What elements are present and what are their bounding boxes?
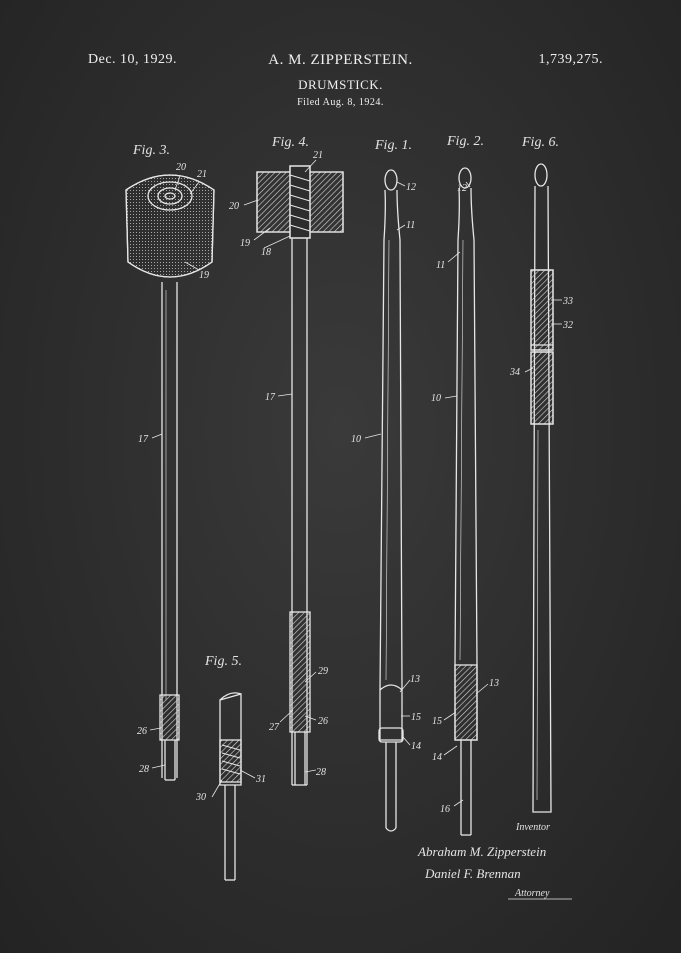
ref-numeral: 31 bbox=[255, 774, 266, 785]
ref-numeral: 32 bbox=[562, 320, 573, 331]
figure-4-beater-section bbox=[256, 165, 344, 786]
ref-numeral: 28 bbox=[139, 764, 149, 775]
fig-5-label: Fig. 5. bbox=[204, 654, 242, 669]
figure-2-drumstick-section bbox=[454, 167, 478, 836]
ref-numeral: 12 bbox=[457, 183, 467, 194]
ref-numeral: 17 bbox=[265, 392, 276, 403]
inventor-caption: Inventor bbox=[515, 822, 550, 833]
ref-numeral: 12 bbox=[406, 182, 416, 193]
ref-numeral: 10 bbox=[431, 393, 441, 404]
ref-numeral: 15 bbox=[432, 716, 442, 727]
signature-block: Inventor Abraham M. Zipperstein Daniel F… bbox=[417, 822, 550, 899]
fig-3-label: Fig. 3. bbox=[132, 143, 170, 158]
fig-4-label: Fig. 4. bbox=[271, 135, 309, 150]
ref-numeral: 14 bbox=[432, 752, 442, 763]
ref-numeral: 20 bbox=[229, 201, 239, 212]
patent-date: Dec. 10, 1929. bbox=[88, 52, 178, 67]
ref-numeral: 21 bbox=[313, 150, 323, 161]
ref-numeral: 15 bbox=[411, 712, 421, 723]
figure-1-drumstick bbox=[378, 169, 404, 832]
ref-numeral: 14 bbox=[411, 741, 421, 752]
ref-numeral: 26 bbox=[318, 716, 328, 727]
figure-5-handle-detail bbox=[219, 692, 242, 881]
patent-number: 1,739,275. bbox=[538, 52, 603, 67]
figure-3-beater bbox=[125, 174, 215, 781]
ref-numeral: 11 bbox=[436, 260, 445, 271]
ref-numeral: 18 bbox=[261, 247, 271, 258]
ref-numeral: 19 bbox=[199, 270, 209, 281]
ref-numeral: 13 bbox=[489, 678, 499, 689]
ref-numeral: 26 bbox=[137, 726, 147, 737]
ref-numeral: 28 bbox=[316, 767, 326, 778]
fig-2-label: Fig. 2. bbox=[446, 134, 484, 149]
ref-numeral: 10 bbox=[351, 434, 361, 445]
ref-numeral: 16 bbox=[440, 804, 450, 815]
reference-numerals: 20 21 19 17 26 28 21 20 19 18 17 29 27 2… bbox=[137, 150, 573, 815]
fig-1-label: Fig. 1. bbox=[374, 138, 412, 153]
ref-numeral: 29 bbox=[318, 666, 328, 677]
figure-labels: Fig. 3. Fig. 4. Fig. 1. Fig. 2. Fig. 6. … bbox=[132, 134, 559, 669]
fig-6-label: Fig. 6. bbox=[521, 135, 559, 150]
ref-numeral: 30 bbox=[195, 792, 206, 803]
ref-numeral: 13 bbox=[410, 674, 420, 685]
ref-numeral: 11 bbox=[406, 220, 415, 231]
figure-6-wrapped-stick bbox=[530, 163, 554, 813]
leader-lines bbox=[149, 159, 562, 807]
ref-numeral: 33 bbox=[562, 296, 573, 307]
inventor-header: A. M. ZIPPERSTEIN. bbox=[268, 52, 413, 68]
ref-numeral: 21 bbox=[197, 169, 207, 180]
inventor-signature: Abraham M. Zipperstein bbox=[417, 844, 546, 859]
patent-title: DRUMSTICK. bbox=[298, 77, 383, 92]
ref-numeral: 20 bbox=[176, 162, 186, 173]
ref-numeral: 17 bbox=[138, 434, 149, 445]
filed-date: Filed Aug. 8, 1924. bbox=[297, 97, 384, 108]
attorney-caption: Attorney bbox=[514, 888, 550, 899]
ref-numeral: 19 bbox=[240, 238, 250, 249]
attorney-signature: Daniel F. Brennan bbox=[424, 866, 521, 881]
ref-numeral: 27 bbox=[269, 722, 280, 733]
ref-numeral: 34 bbox=[509, 367, 520, 378]
